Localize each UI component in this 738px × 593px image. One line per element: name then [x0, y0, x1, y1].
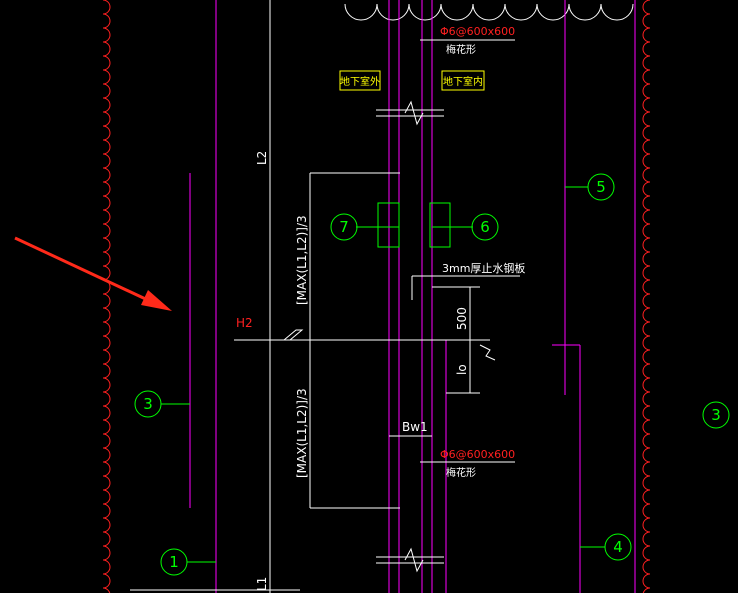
- label-box-inside: [441, 70, 485, 91]
- arrow-head: [141, 290, 172, 311]
- callout-circle-1[interactable]: [160, 548, 188, 576]
- dim-bw1-label: Bw1: [402, 420, 428, 434]
- dim-max-upper-label: [MAX(L1,L2)]/3: [295, 215, 309, 305]
- annotation-arrow: [14, 236, 172, 311]
- arrow-shaft: [14, 236, 153, 304]
- callout-number-3-right: 3: [711, 406, 721, 424]
- callout-number-4: 4: [613, 538, 623, 556]
- callout-number-3-left: 3: [143, 395, 153, 413]
- callout-number-7: 7: [339, 218, 349, 236]
- rebar-note-top: 梅花形: [446, 43, 476, 56]
- section-box-7: [377, 202, 400, 248]
- basement-labels: 地下室外 地下室内: [339, 70, 485, 91]
- callout-circle-3-right[interactable]: [702, 401, 730, 429]
- callout-circle-4[interactable]: [604, 533, 632, 561]
- dim-l2-label: L2: [255, 151, 269, 165]
- revision-cloud-left: [102, 0, 111, 593]
- callout-number-6: 6: [480, 218, 490, 236]
- rebar-spec-bottom: Φ6@600x600: [440, 448, 515, 461]
- rebar-note-bottom: 梅花形: [446, 466, 476, 479]
- dim-lo-label: lo: [455, 364, 469, 375]
- callout-circle-5[interactable]: [587, 173, 615, 201]
- rebar-spec-top: Φ6@600x600: [440, 25, 515, 38]
- hook-symbol: [479, 344, 496, 361]
- callout-number-1: 1: [169, 553, 179, 571]
- basement-outside-label: 地下室外: [340, 75, 380, 88]
- dim-max-lower-label: [MAX(L1,L2)]/3: [295, 388, 309, 478]
- section-box-6: [429, 202, 451, 248]
- callout-leaders: [161, 186, 605, 563]
- elevation-h2-label: H2: [236, 316, 253, 330]
- break-symbol-top: [404, 100, 424, 126]
- callout-circle-6[interactable]: [471, 213, 499, 241]
- label-box-outside: [339, 70, 381, 91]
- break-symbol-bottom: [404, 547, 424, 573]
- callout-numbers: 1 3 3 4 5 6 7: [143, 178, 721, 571]
- callout-number-5: 5: [596, 178, 606, 196]
- callout-circle-3-left[interactable]: [134, 390, 162, 418]
- revision-cloud-right: [642, 0, 651, 593]
- dim-500-label: 500: [455, 307, 469, 330]
- elevation-marker: [283, 329, 304, 341]
- rotated-dimensions: L2 L1 [MAX(L1,L2)]/3 [MAX(L1,L2)]/3 500 …: [255, 151, 469, 591]
- wall-lines: [189, 0, 636, 593]
- revision-cloud-top: [344, 3, 634, 21]
- rebar-specs: Φ6@600x600 梅花形 Φ6@600x600 梅花形 3mm厚止水钢板 B…: [236, 25, 525, 479]
- waterstop-label: 3mm厚止水钢板: [442, 261, 525, 275]
- callout-circle-7[interactable]: [330, 213, 358, 241]
- dim-l1-label: L1: [255, 577, 269, 591]
- basement-inside-label: 地下室内: [443, 75, 483, 88]
- callout-circles: [134, 173, 730, 576]
- dimension-lines: [130, 0, 520, 593]
